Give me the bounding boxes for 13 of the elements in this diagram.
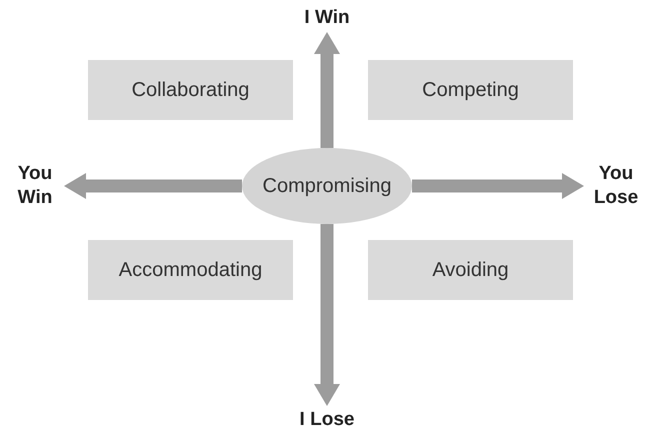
- axis-label: You Win: [6, 160, 64, 212]
- strategy-ellipse: Compromising: [242, 148, 412, 224]
- strategy-box: Accommodating: [88, 240, 293, 300]
- arrow: [314, 224, 340, 406]
- axis-label: I Lose: [290, 406, 364, 434]
- strategy-box: Avoiding: [368, 240, 573, 300]
- arrow: [64, 173, 242, 199]
- strategy-box: Competing: [368, 60, 573, 120]
- axis-label: I Win: [292, 4, 362, 32]
- strategy-box: Collaborating: [88, 60, 293, 120]
- axis-label: You Lose: [584, 160, 648, 212]
- arrow: [314, 32, 340, 148]
- arrow: [412, 173, 584, 199]
